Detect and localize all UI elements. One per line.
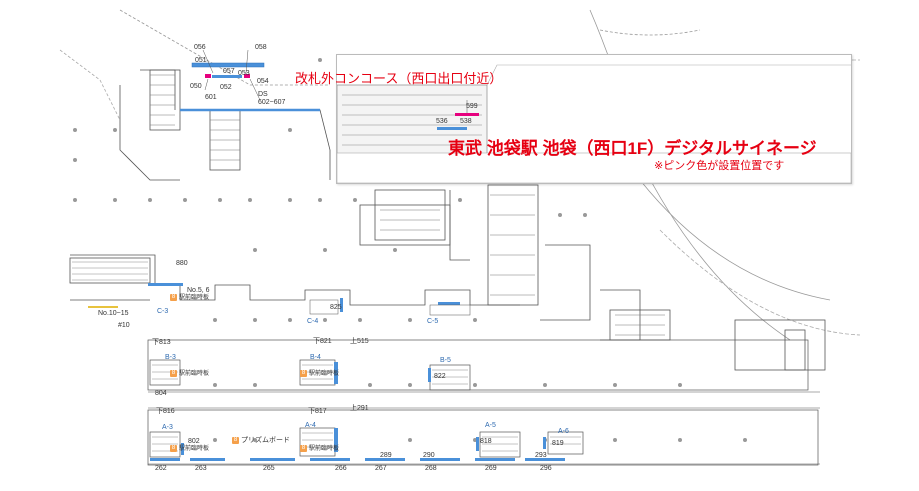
- signage-bar: [428, 368, 431, 382]
- signage-bar: [148, 283, 183, 286]
- sign-number: 601: [205, 94, 217, 101]
- sign-number: 819: [552, 440, 564, 447]
- sign-number: 290: [423, 452, 435, 459]
- sign-number: 262: [155, 465, 167, 472]
- sign-number: 880: [176, 260, 188, 267]
- board-icon: 8: [170, 445, 177, 452]
- gate-signage-cluster: [180, 49, 320, 112]
- signage-bar: [543, 437, 546, 449]
- signage-bar: [88, 306, 118, 308]
- exit-label: A-6: [558, 428, 569, 435]
- exit-label: B-5: [440, 357, 451, 364]
- sign-number: 268: [425, 465, 437, 472]
- exit-label: A-4: [305, 422, 316, 429]
- sign-number: 825: [330, 304, 342, 311]
- signage-bar: [191, 62, 265, 68]
- exit-label: A-5: [485, 422, 496, 429]
- signage-bar: [334, 428, 338, 452]
- main-title: 東武 池袋駅 池袋（西口1F）デジタルサイネージ: [448, 139, 817, 158]
- sign-number: 058: [255, 44, 267, 51]
- sign-number: 804: [155, 390, 167, 397]
- signage-bar: [429, 304, 471, 316]
- escalator: [152, 364, 468, 385]
- sign-number: 056: [194, 44, 206, 51]
- board-icon: 8: [232, 437, 239, 444]
- exit-label: C-4: [307, 318, 319, 325]
- sign-number: 265: [263, 465, 275, 472]
- callout-map: [336, 64, 852, 184]
- board-label: 駅前臨時板: [309, 371, 340, 377]
- outline-curve: [119, 9, 330, 86]
- exit-label: B-3: [165, 354, 176, 361]
- sign-number: 293: [535, 452, 547, 459]
- exit-label: B-4: [310, 354, 321, 361]
- sign-number: DS: [258, 91, 268, 98]
- outline-curve: [599, 29, 701, 36]
- board-label: 駅前臨時板: [179, 371, 210, 377]
- sign-number: 上291: [350, 405, 369, 412]
- board-label: 駅前臨時板: [309, 446, 340, 452]
- callout-box: [336, 54, 852, 184]
- sign-number: 下821: [313, 338, 332, 345]
- sign-number: 266: [335, 465, 347, 472]
- sign-number: 下813: [152, 339, 171, 346]
- sign-number: #10: [118, 322, 130, 329]
- sign-number: No.5, 6: [187, 287, 210, 294]
- sign-number: 289: [380, 452, 392, 459]
- sign-number: 050: [190, 83, 202, 90]
- signage-bar: [438, 302, 460, 305]
- sign-number: 052: [220, 84, 232, 91]
- signage-bar: [334, 362, 338, 384]
- sign-number: 下816: [156, 408, 175, 415]
- sign-number: 599: [466, 103, 478, 110]
- sign-number: 267: [375, 465, 387, 472]
- signage-bar: [212, 75, 242, 78]
- exit-label: A-3: [162, 424, 173, 431]
- sign-number: 054: [257, 78, 269, 85]
- signage-bar: [309, 299, 339, 315]
- escalator: [152, 432, 581, 452]
- board-label: 駅前臨時板: [179, 446, 210, 452]
- board-icon: 8: [170, 370, 177, 377]
- board-label: プリズムボード: [241, 437, 290, 444]
- outline-curve: [639, 179, 831, 301]
- board-label: 駅前臨時板: [179, 295, 210, 301]
- b-row-panels: [147, 339, 809, 391]
- stairs-wide: [72, 261, 148, 281]
- grid-markers: [73, 58, 747, 442]
- outline-curve: [59, 49, 121, 121]
- sign-number: 536: [436, 118, 448, 125]
- sign-number: No.10~15: [98, 310, 129, 317]
- placement-note: ※ピンク色が設置位置です: [654, 160, 785, 172]
- signage-highlight: [205, 74, 211, 78]
- sign-number: 上515: [350, 338, 369, 345]
- area-title: 改札外コンコース（西口出口付近）: [295, 71, 503, 86]
- signage-bar: [181, 443, 184, 455]
- sign-number: 051: [195, 57, 207, 64]
- sign-number: 822: [434, 373, 446, 380]
- sign-number: 263: [195, 465, 207, 472]
- bottom-signage-row: [150, 458, 565, 461]
- sign-number: 802: [188, 438, 200, 445]
- sign-number: 057: [223, 68, 235, 75]
- exit-label: C-5: [427, 318, 439, 325]
- signage-highlight: [244, 74, 250, 78]
- board-icon: 8: [170, 294, 177, 301]
- signage-bar: [340, 298, 343, 312]
- sign-number: 269: [485, 465, 497, 472]
- sign-number: 602~607: [258, 99, 286, 106]
- exit-label: C-3: [157, 308, 169, 315]
- outline-curve: [659, 229, 861, 336]
- escalator: [150, 74, 665, 336]
- board-icon: 8: [300, 370, 307, 377]
- sign-number: 538: [460, 118, 472, 125]
- sign-number: 下817: [308, 408, 327, 415]
- sign-number: 296: [540, 465, 552, 472]
- sign-number: 053: [238, 70, 250, 77]
- board-icon: 8: [300, 445, 307, 452]
- signage-bar: [476, 437, 479, 451]
- sign-number: 818: [480, 438, 492, 445]
